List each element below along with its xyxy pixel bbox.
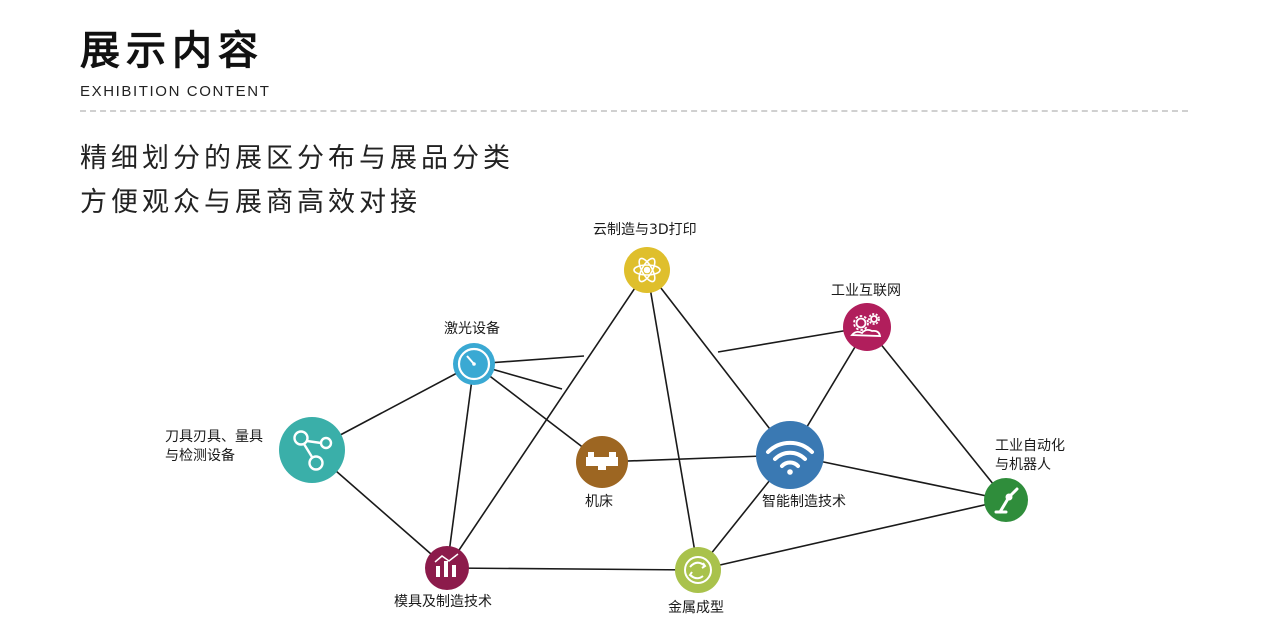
node-iiot-circle [843,303,891,351]
node-smart-circle [756,421,824,489]
edge-mold-metal [446,567,699,571]
node-metal-circle [675,547,721,593]
gauge-icon [457,347,491,381]
page-title: 展示内容 [80,28,264,74]
node-laser [453,343,495,385]
node-cloud3d [624,247,670,293]
edge-laser-mold [446,363,475,569]
edge-laser-machine [473,363,603,463]
node-label-tools-line1: 刀具刃具、量具 [165,429,263,445]
edge-smart-automation [789,454,1007,501]
connection-lines [311,269,1007,571]
gears-cloud-icon [850,313,882,337]
node-label-iiot: 工业互联网 [831,283,901,299]
edge-iiot-automation [866,326,1007,501]
node-label-machine: 机床 [585,494,613,510]
bar-chart-icon [434,553,459,577]
robot-arm-icon [994,487,1019,514]
node-metal [675,547,721,593]
molecule-icon [293,430,333,471]
node-tools-circle [279,417,345,483]
subtitle-line-1: 精细划分的展区分布与展品分类 [80,143,514,174]
dashed-divider [80,110,1188,112]
edge-cloud3d-smart [646,269,791,456]
edge-metal-automation [697,499,1007,571]
node-tools [279,417,345,483]
machine-tool-icon [586,452,618,470]
page-title-english: EXHIBITION CONTENT [80,83,271,100]
node-iiot [843,303,891,351]
node-automation [984,478,1028,522]
node-label-metal: 金属成型 [668,600,724,616]
node-label-mold: 模具及制造技术 [394,594,492,610]
node-machine [576,436,628,488]
node-label-automation-line2: 与机器人 [995,457,1051,473]
node-label-cloud3d: 云制造与3D打印 [593,222,697,238]
node-mold [425,546,469,590]
edge-cloud3d-metal [646,269,699,571]
atom-icon [633,257,661,283]
subtitle-line-2: 方便观众与展商高效对接 [80,187,421,218]
node-label-smart: 智能制造技术 [762,494,846,510]
edge-iiot-left [717,326,868,353]
node-smart [756,421,824,489]
node-label-laser: 激光设备 [444,321,500,337]
node-label-tools-line2: 与检测设备 [165,448,235,464]
recycle-icon [684,556,712,584]
node-label-automation-line1: 工业自动化 [995,438,1065,454]
wifi-icon [766,440,814,475]
